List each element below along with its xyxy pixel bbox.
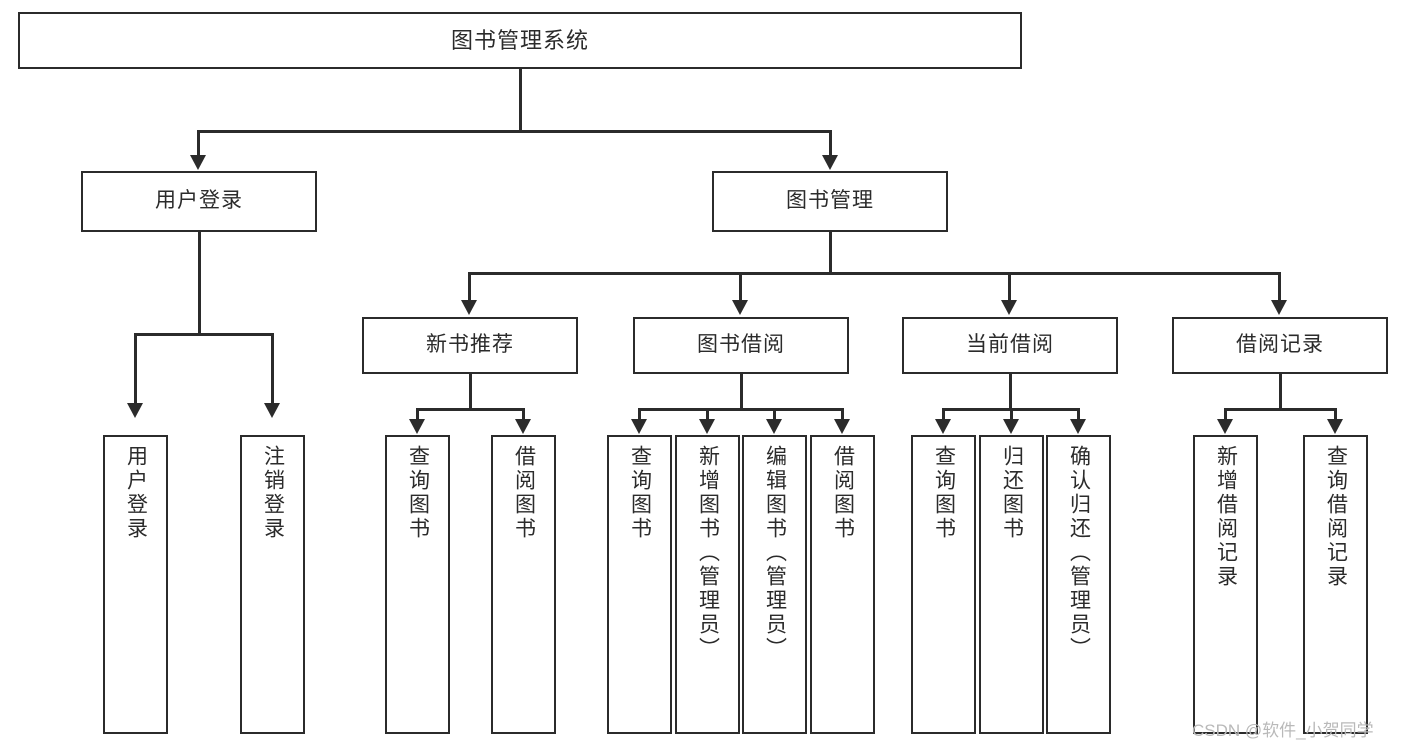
edge-cb-to-leaf-3 [1077, 408, 1080, 422]
edge-br-to-leaf-1 [1224, 408, 1227, 422]
arrow-root-to-book-management [822, 155, 838, 170]
arrow-nbr-to-leaf-1 [409, 419, 425, 434]
edge-nbr-bus [416, 408, 524, 411]
node-book-borrow[interactable]: 图书借阅 [633, 317, 849, 374]
node-label: 用户登录 [155, 189, 243, 213]
arrow-bm-to-current-borrow [1001, 300, 1017, 315]
node-leaf-add-book-admin[interactable]: 新增图书（管理员） [675, 435, 740, 734]
node-leaf-query-book-3[interactable]: 查询图书 [911, 435, 976, 734]
node-leaf-query-book-2[interactable]: 查询图书 [607, 435, 672, 734]
node-current-borrow[interactable]: 当前借阅 [902, 317, 1118, 374]
edge-cb-to-leaf-1 [942, 408, 945, 422]
arrow-bb-to-leaf-3 [766, 419, 782, 434]
arrow-bm-to-new-book-recommend [461, 300, 477, 315]
edge-bb-to-leaf-4 [841, 408, 844, 422]
arrow-bb-to-leaf-1 [631, 419, 647, 434]
edge-nbr-stem [469, 374, 472, 410]
edge-user-login-to-leaf-2 [271, 333, 274, 405]
node-label: 借阅图书 [831, 445, 855, 541]
node-leaf-borrow-book-1[interactable]: 借阅图书 [491, 435, 556, 734]
edge-cb-stem [1009, 374, 1012, 410]
node-label: 查询图书 [406, 445, 430, 541]
watermark: CSDN @软件_小贺同学 [1192, 721, 1374, 740]
node-leaf-borrow-book-2[interactable]: 借阅图书 [810, 435, 875, 734]
edge-bb-stem [740, 374, 743, 410]
node-borrow-record[interactable]: 借阅记录 [1172, 317, 1388, 374]
arrow-bb-to-leaf-4 [834, 419, 850, 434]
node-label: 借阅图书 [512, 445, 536, 541]
node-label: 借阅记录 [1236, 333, 1324, 357]
edge-br-bus [1224, 408, 1336, 411]
node-label: 查询图书 [932, 445, 956, 541]
node-label: 归还图书 [1000, 445, 1024, 541]
node-label: 编辑图书（管理员） [763, 445, 787, 661]
arrow-user-login-to-leaf-2 [264, 403, 280, 418]
edge-root-to-user-login [197, 130, 200, 158]
arrow-root-to-user-login [190, 155, 206, 170]
edge-nbr-to-leaf-1 [416, 408, 419, 422]
edge-bb-to-leaf-3 [773, 408, 776, 422]
arrow-cb-to-leaf-2 [1003, 419, 1019, 434]
node-label: 确认归还（管理员） [1067, 445, 1091, 661]
node-user-login[interactable]: 用户登录 [81, 171, 317, 232]
arrow-br-to-leaf-1 [1217, 419, 1233, 434]
edge-user-login-to-leaf-1 [134, 333, 137, 405]
edge-bm-to-book-borrow [739, 272, 742, 302]
node-label: 图书管理 [786, 189, 874, 213]
edge-bm-to-borrow-record [1278, 272, 1281, 302]
node-label: 新书推荐 [426, 333, 514, 357]
node-leaf-edit-book-admin[interactable]: 编辑图书（管理员） [742, 435, 807, 734]
edge-root-to-book-management [829, 130, 832, 158]
node-leaf-query-borrow-record[interactable]: 查询借阅记录 [1303, 435, 1368, 734]
edge-user-login-stem [198, 232, 201, 335]
node-book-management[interactable]: 图书管理 [712, 171, 948, 232]
node-leaf-confirm-return-admin[interactable]: 确认归还（管理员） [1046, 435, 1111, 734]
node-label: 新增图书（管理员） [696, 445, 720, 661]
node-label: 图书借阅 [697, 333, 785, 357]
node-label: 用户登录 [124, 445, 148, 541]
edge-book-management-stem [829, 232, 832, 274]
edge-root-stem [519, 69, 522, 132]
edge-br-to-leaf-2 [1334, 408, 1337, 422]
edge-book-management-bus [468, 272, 1280, 275]
edge-br-stem [1279, 374, 1282, 410]
node-label: 注销登录 [261, 445, 285, 541]
arrow-br-to-leaf-2 [1327, 419, 1343, 434]
arrow-bb-to-leaf-2 [699, 419, 715, 434]
node-label: 当前借阅 [966, 333, 1054, 357]
edge-cb-to-leaf-2 [1010, 408, 1013, 422]
node-leaf-return-book[interactable]: 归还图书 [979, 435, 1044, 734]
arrow-bm-to-book-borrow [732, 300, 748, 315]
edge-root-bus [197, 130, 832, 133]
node-leaf-query-book-1[interactable]: 查询图书 [385, 435, 450, 734]
edge-bm-to-current-borrow [1008, 272, 1011, 302]
edge-bm-to-new-book-recommend [468, 272, 471, 302]
node-leaf-logout-login[interactable]: 注销登录 [240, 435, 305, 734]
node-label: 查询借阅记录 [1324, 445, 1348, 589]
arrow-user-login-to-leaf-1 [127, 403, 143, 418]
edge-bb-to-leaf-1 [638, 408, 641, 422]
arrow-nbr-to-leaf-2 [515, 419, 531, 434]
edge-bb-to-leaf-2 [706, 408, 709, 422]
edge-nbr-to-leaf-2 [522, 408, 525, 422]
node-book-management-system[interactable]: 图书管理系统 [18, 12, 1022, 69]
node-label: 查询图书 [628, 445, 652, 541]
node-leaf-add-borrow-record[interactable]: 新增借阅记录 [1193, 435, 1258, 734]
node-leaf-user-login[interactable]: 用户登录 [103, 435, 168, 734]
edge-bb-bus [638, 408, 841, 411]
node-new-book-recommend[interactable]: 新书推荐 [362, 317, 578, 374]
edge-user-login-bus [134, 333, 273, 336]
arrow-cb-to-leaf-3 [1070, 419, 1086, 434]
node-label: 图书管理系统 [450, 27, 589, 53]
arrow-cb-to-leaf-1 [935, 419, 951, 434]
arrow-bm-to-borrow-record [1271, 300, 1287, 315]
node-label: 新增借阅记录 [1214, 445, 1238, 589]
